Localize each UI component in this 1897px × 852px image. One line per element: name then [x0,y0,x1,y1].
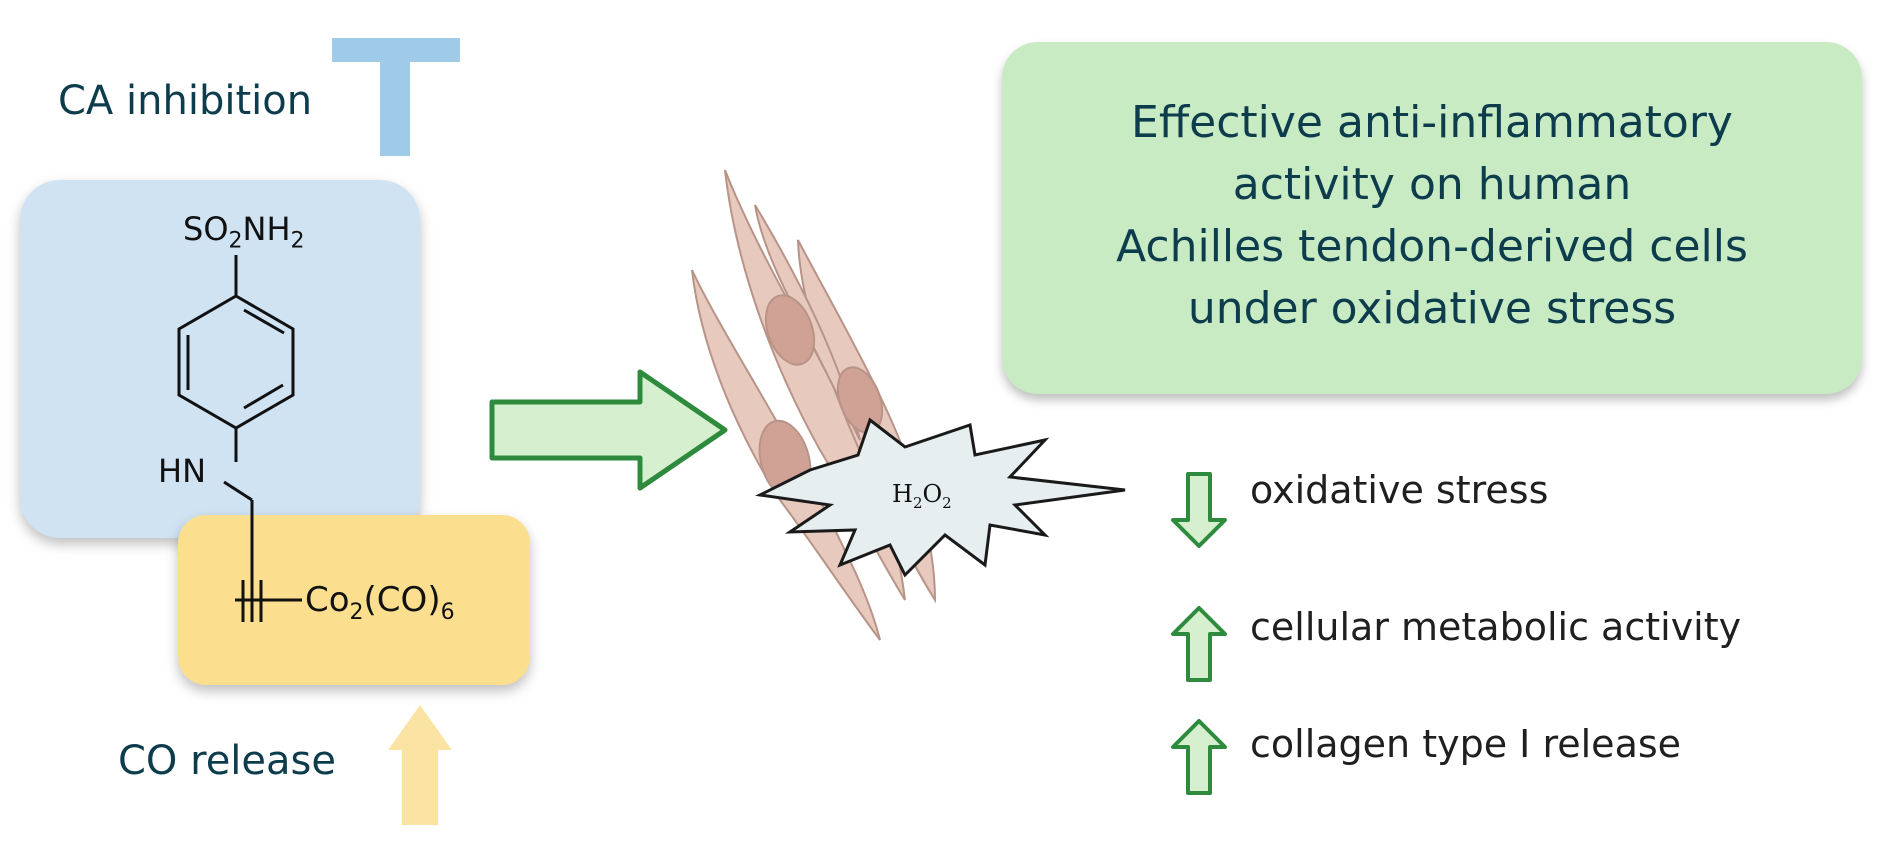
result-line: under oxidative stress [1187,283,1677,334]
result-box: Effective anti-inflammatory activity on … [1002,42,1862,394]
result-line: activity on human [1232,159,1632,210]
down-arrow-icon [1171,472,1227,548]
h2o2-label: H2O2 [892,480,952,512]
result-line: Achilles tendon-derived cells [1116,221,1748,272]
result-line: Effective anti-inflammatory [1131,97,1733,148]
treatment-arrow-icon [489,369,728,491]
amine-group: HN [158,452,206,490]
sulfonamide-group: SO2NH2 [183,210,305,254]
up-arrow-icon [1171,719,1227,795]
cobalt-carbonyl-group: Co2(CO)6 [305,580,455,625]
effect-metabolic-activity: cellular metabolic activity [1250,605,1742,649]
sulfonamide-box [20,180,420,538]
effect-oxidative-stress: oxidative stress [1250,468,1549,512]
cobalt-box [178,515,530,685]
effect-collagen-release: collagen type I release [1250,722,1682,766]
ca-inhibition-label: CA inhibition [58,78,313,124]
h2o2-burst-icon [755,417,1126,578]
benzene-ring-icon [177,255,302,622]
result-text: Effective anti-inflammatory activity on … [1002,92,1862,340]
up-arrow-icon [1171,606,1227,682]
ca-inhibition-icon [332,38,460,156]
co-release-arrow-icon [388,705,452,825]
co-release-label: CO release [118,738,336,784]
tendon-cells-icon [691,169,937,641]
